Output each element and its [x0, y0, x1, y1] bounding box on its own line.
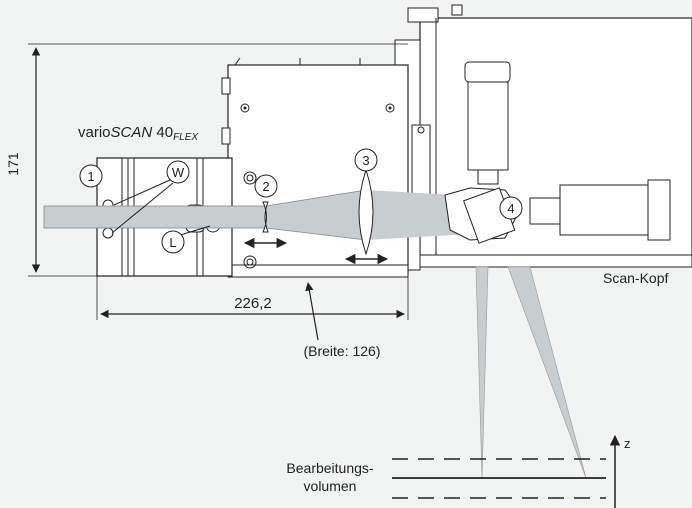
product-name: varioSCAN 40FLEX	[78, 124, 198, 143]
svg-text:3: 3	[362, 153, 369, 168]
l-leader	[176, 225, 211, 237]
scan-head-label: Scan-Kopf	[603, 270, 668, 286]
scan-mirror-assembly	[444, 61, 671, 244]
volume-label-line1: Bearbeitungs-	[286, 460, 374, 476]
laser-beam	[43, 189, 472, 241]
volume-label-line2: volumen	[304, 478, 357, 494]
marker-1: 1	[79, 164, 103, 188]
scan-beams	[475, 266, 587, 479]
width-leader	[305, 282, 319, 341]
height-value: 171	[5, 152, 21, 176]
length-dimension	[96, 276, 409, 320]
svg-text:2: 2	[262, 179, 269, 194]
width-note: (Breite: 126)	[303, 343, 380, 359]
w-leader-1	[113, 179, 171, 206]
length-value: 226,2	[234, 295, 272, 312]
svg-text:4: 4	[507, 201, 514, 216]
svg-text:W: W	[172, 165, 185, 180]
height-dimension	[28, 43, 408, 277]
svg-text:1: 1	[87, 169, 94, 184]
svg-text:L: L	[169, 235, 176, 250]
negative-lens	[262, 201, 269, 233]
work-volume	[392, 458, 606, 499]
marker-4: 4	[499, 196, 523, 220]
z-axis-label: z	[624, 436, 631, 451]
w-leader-2	[111, 182, 174, 234]
marker-l: L	[161, 230, 185, 254]
marker-2: 2	[254, 174, 278, 198]
marker-3: 3	[354, 148, 378, 172]
marker-w: W	[166, 160, 190, 184]
optics-housing	[221, 57, 431, 278]
